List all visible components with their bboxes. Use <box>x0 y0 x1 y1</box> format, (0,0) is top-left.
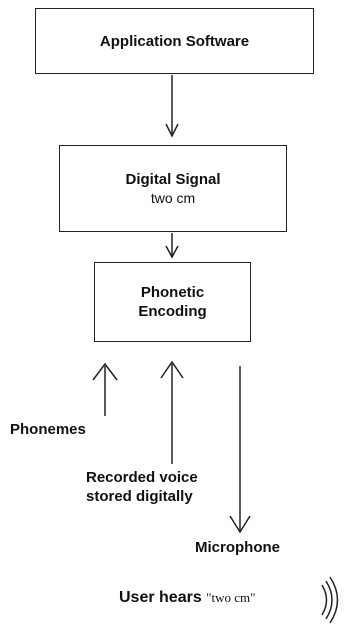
user-hears-prefix: User hears <box>119 589 202 606</box>
user-hears-quote: "two cm" <box>206 590 256 605</box>
phonetic-line-2: Encoding <box>138 303 207 320</box>
microphone-label: Microphone <box>195 539 280 556</box>
digital-signal-box: Digital Signal two cm <box>59 145 287 232</box>
sound-waves-icon <box>321 576 339 624</box>
arrow-microphone-down <box>229 366 251 534</box>
application-software-label: Application Software <box>99 32 250 50</box>
digital-signal-subtitle: two cm <box>150 189 196 206</box>
phonemes-label: Phonemes <box>10 421 86 438</box>
phonetic-line-1: Phonetic <box>140 284 205 301</box>
phonetic-encoding-box: Phonetic Encoding <box>94 262 251 342</box>
recorded-line-2: stored digitally <box>86 488 193 505</box>
application-software-box: Application Software <box>35 8 314 74</box>
recorded-voice-label: Recorded voice stored digitally <box>86 468 198 506</box>
arrow-phonemes-up <box>92 362 118 416</box>
arrow-app-to-digital <box>165 75 179 138</box>
user-hears-caption: User hears "two cm" <box>119 589 255 607</box>
digital-signal-title: Digital Signal <box>125 170 221 188</box>
recorded-line-1: Recorded voice <box>86 469 198 486</box>
arrow-recorded-up <box>160 360 184 464</box>
arrow-digital-to-phonetic <box>165 233 179 259</box>
